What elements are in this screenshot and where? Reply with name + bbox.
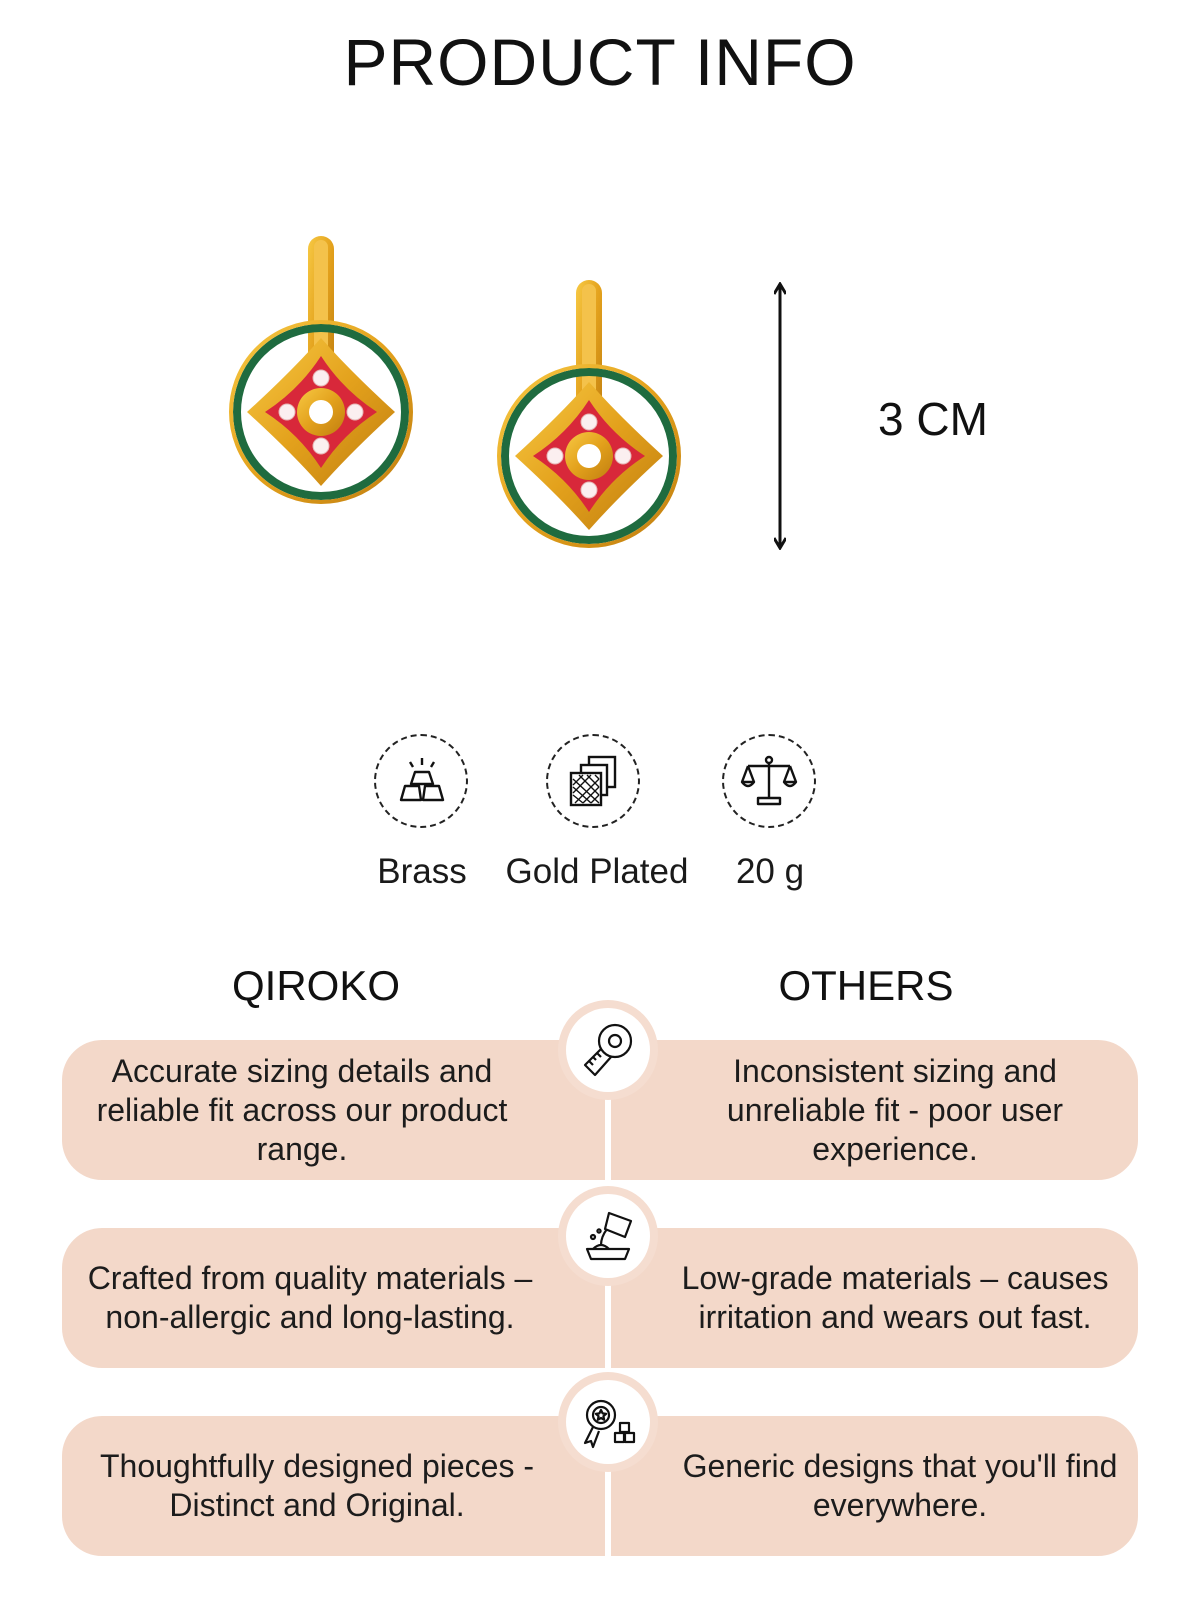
qiroko-heading: QIROKO (231, 962, 401, 1009)
design-quality-icon (583, 1399, 636, 1449)
weighing-scale-icon (722, 734, 816, 828)
others-heading: OTHERS (778, 962, 954, 1009)
row-3-badge (558, 1372, 658, 1472)
measuring-tape-icon (583, 1023, 633, 1077)
row-divider (605, 1416, 611, 1556)
others-point-3: Generic designs that you'll find everywh… (682, 1448, 1118, 1523)
plated-layers-icon (546, 734, 640, 828)
qiroko-point-3: Thoughtfully designed pieces - Distinct … (99, 1448, 535, 1523)
earring-image-left (226, 232, 416, 522)
earring-image-right (494, 276, 684, 566)
page-title: PRODUCT INFO (343, 25, 857, 99)
spec-weight-label: 20 g (735, 852, 805, 891)
spec-finish-label: Gold Plated (505, 852, 689, 891)
qiroko-point-1: Accurate sizing details and reliable fit… (96, 1052, 508, 1167)
row-divider (605, 1228, 611, 1368)
row-2-badge (558, 1186, 658, 1286)
others-point-1: Inconsistent sizing and unreliable fit -… (726, 1052, 1064, 1167)
qiroko-point-2: Crafted from quality materials – non-all… (87, 1260, 533, 1335)
row-1-badge (558, 1000, 658, 1100)
molten-metal-pour-icon (585, 1211, 633, 1261)
size-arrow-icon (774, 282, 786, 550)
row-divider (605, 1040, 611, 1180)
size-label: 3 CM (878, 393, 988, 445)
spec-material-label: Brass (377, 852, 467, 891)
gold-bars-icon (374, 734, 468, 828)
others-point-2: Low-grade materials – causes irritation … (681, 1260, 1109, 1335)
